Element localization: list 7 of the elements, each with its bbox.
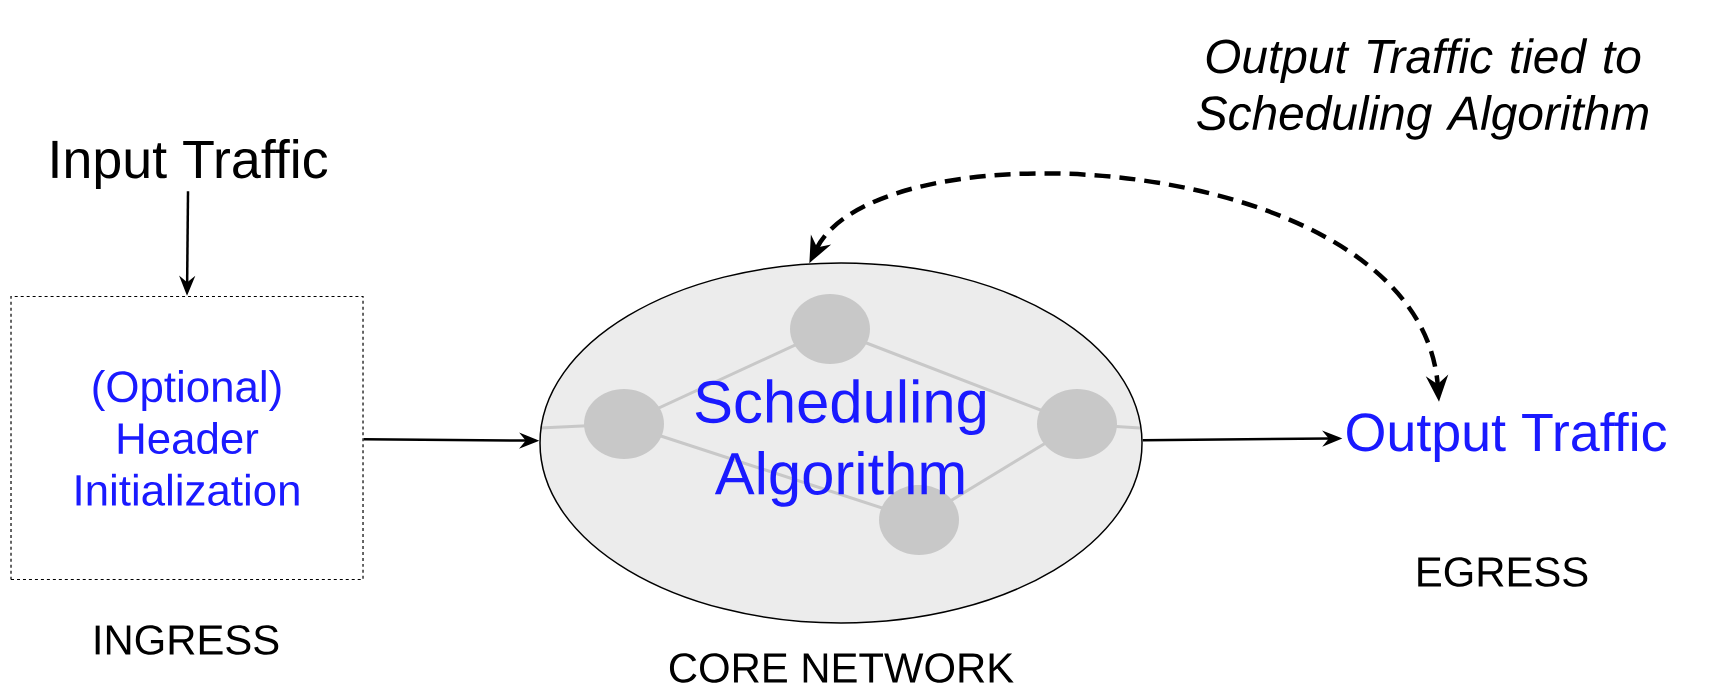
region-label: INGRESS [95,625,279,655]
bare-text: Output Traffic [1347,411,1667,463]
dashed-box: (Optional) Header Initialization [10,295,364,581]
bare-text: Input Traffic [52,138,328,190]
region-label: CORE NETWORK [669,653,1014,683]
annotation: Output Traffic tied to Scheduling Algorithm [1197,38,1648,140]
region-label: EGRESS [1418,557,1588,587]
